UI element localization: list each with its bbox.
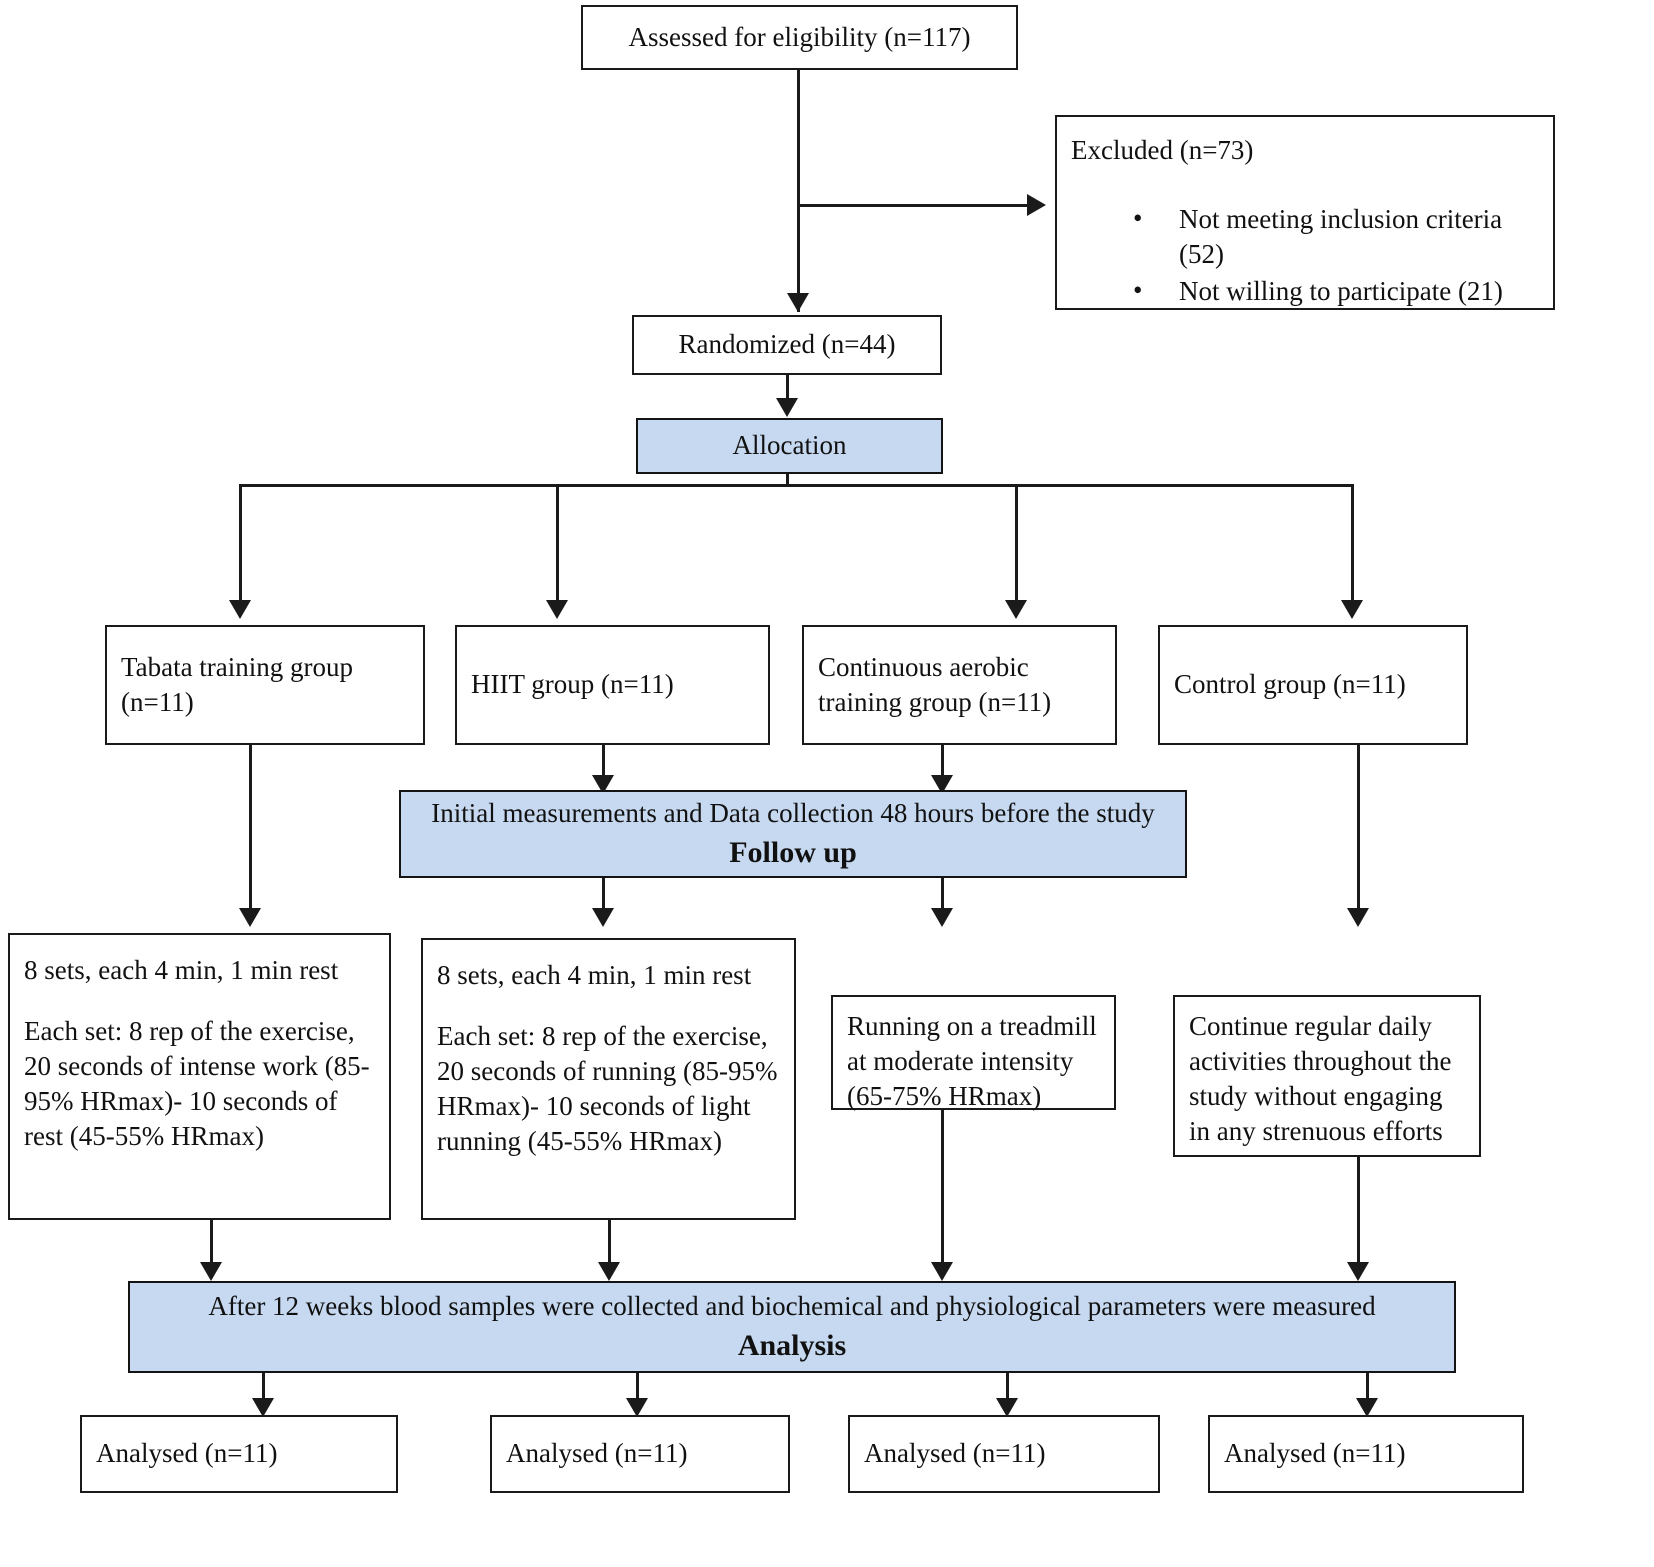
analysis-stage-banner: After 12 weeks blood samples were collec… xyxy=(128,1281,1456,1373)
arrowhead-to-randomized xyxy=(787,293,809,312)
arrowhead-analysed-3 xyxy=(996,1398,1018,1417)
followup-stage-label: Follow up xyxy=(729,836,857,870)
arrowhead-followup-right xyxy=(931,775,953,794)
group-label-hiit: HIIT group (n=11) xyxy=(471,669,674,700)
analysed-box-2: Analysed (n=11) xyxy=(490,1415,790,1493)
analysed-box-1: Analysed (n=11) xyxy=(80,1415,398,1493)
intervention-box-tabata: 8 sets, each 4 min, 1 min rest Each set:… xyxy=(8,933,391,1220)
arrowhead-to-excluded xyxy=(1027,194,1046,216)
analysed-box-4: Analysed (n=11) xyxy=(1208,1415,1524,1493)
arrowhead-followup-left xyxy=(592,775,614,794)
arrowhead-to-allocation xyxy=(776,398,798,417)
randomized-box: Randomized (n=44) xyxy=(632,315,942,375)
arrowhead-analysis-3 xyxy=(931,1262,953,1281)
analysed-label: Analysed (n=11) xyxy=(1224,1438,1406,1469)
connector-intervention4-to-analysis xyxy=(1357,1157,1360,1278)
connector-bus-to-group-4 xyxy=(1351,484,1354,612)
arrowhead-group-1 xyxy=(229,600,251,619)
excluded-reason-text: Not willing to participate (21) xyxy=(1179,276,1503,307)
connector-group1-to-intervention xyxy=(249,745,252,917)
connector-allocation-stem xyxy=(786,474,789,486)
arrowhead-analysis-4 xyxy=(1347,1262,1369,1281)
group-label-continuous-aerobic: Continuous aerobic training group (n=11) xyxy=(818,651,1052,717)
followup-text: Initial measurements and Data collection… xyxy=(431,797,1155,828)
intervention-line-1: 8 sets, each 4 min, 1 min rest xyxy=(437,960,752,990)
analysed-box-3: Analysed (n=11) xyxy=(848,1415,1160,1493)
group-box-control: Control group (n=11) xyxy=(1158,625,1468,745)
intervention-line-1: 8 sets, each 4 min, 1 min rest xyxy=(24,955,339,985)
connector-followup-to-intervention-2 xyxy=(602,878,605,917)
group-box-tabata: Tabata training group (n=11) xyxy=(105,625,425,745)
connector-intervention1-to-analysis xyxy=(210,1220,213,1278)
connector-bus-to-group-2 xyxy=(556,484,559,612)
excluded-title: Excluded (n=73) xyxy=(1071,135,1254,165)
intervention-box-hiit: 8 sets, each 4 min, 1 min rest Each set:… xyxy=(421,938,796,1220)
excluded-reason-item: • Not willing to participate (21) xyxy=(1071,274,1539,309)
connector-allocation-bus xyxy=(239,484,1351,487)
assessed-for-eligibility-label: Assessed for eligibility (n=117) xyxy=(628,21,971,52)
group-box-continuous-aerobic: Continuous aerobic training group (n=11) xyxy=(802,625,1117,745)
intervention-line-1: Continue regular daily activities throug… xyxy=(1189,1011,1452,1147)
arrowhead-group-3 xyxy=(1005,600,1027,619)
arrowhead-intervention-1 xyxy=(239,908,261,927)
connector-analysis-to-analysed-2 xyxy=(636,1373,639,1411)
arrowhead-analysis-2 xyxy=(598,1262,620,1281)
connector-randomized-to-allocation xyxy=(786,375,789,401)
arrowhead-intervention-2 xyxy=(592,908,614,927)
connector-group3-to-followup xyxy=(941,745,944,789)
analysis-stage-label: Analysis xyxy=(737,1329,847,1363)
connector-intervention2-to-analysis xyxy=(608,1220,611,1278)
connector-intervention3-to-analysis xyxy=(941,1110,944,1278)
connector-followup-to-intervention-3 xyxy=(941,878,944,917)
arrowhead-group-2 xyxy=(546,600,568,619)
intervention-line-2: Each set: 8 rep of the exercise, 20 seco… xyxy=(437,1021,778,1157)
intervention-box-control: Continue regular daily activities throug… xyxy=(1173,995,1481,1157)
excluded-reason-list: • Not meeting inclusion criteria (52) • … xyxy=(1071,202,1539,309)
bullet-icon: • xyxy=(1133,203,1143,234)
connector-group2-to-followup xyxy=(602,745,605,789)
analysis-text: After 12 weeks blood samples were collec… xyxy=(208,1290,1376,1321)
allocation-stage-label: Allocation xyxy=(732,430,847,461)
arrowhead-intervention-4 xyxy=(1347,908,1369,927)
arrowhead-analysed-4 xyxy=(1356,1398,1378,1417)
arrowhead-intervention-3 xyxy=(931,908,953,927)
excluded-box: Excluded (n=73) • Not meeting inclusion … xyxy=(1055,115,1555,310)
connector-bus-to-group-3 xyxy=(1015,484,1018,612)
connector-analysis-to-analysed-3 xyxy=(1006,1373,1009,1411)
group-label-control: Control group (n=11) xyxy=(1174,669,1406,700)
analysed-label: Analysed (n=11) xyxy=(96,1438,278,1469)
bullet-icon: • xyxy=(1133,275,1143,306)
arrowhead-group-4 xyxy=(1341,600,1363,619)
arrowhead-analysed-1 xyxy=(252,1398,274,1417)
arrowhead-analysed-2 xyxy=(626,1398,648,1417)
allocation-stage-banner: Allocation xyxy=(636,418,943,474)
connector-assessed-to-excluded xyxy=(797,204,1027,207)
group-box-hiit: HIIT group (n=11) xyxy=(455,625,770,745)
assessed-for-eligibility-box: Assessed for eligibility (n=117) xyxy=(581,5,1018,70)
group-label-tabata: Tabata training group (n=11) xyxy=(121,651,354,717)
connector-analysis-to-analysed-1 xyxy=(262,1373,265,1411)
excluded-reason-item: • Not meeting inclusion criteria (52) xyxy=(1071,202,1539,272)
connector-bus-to-group-1 xyxy=(239,484,242,612)
excluded-reason-text: Not meeting inclusion criteria (52) xyxy=(1179,204,1503,270)
analysed-label: Analysed (n=11) xyxy=(506,1438,688,1469)
analysed-label: Analysed (n=11) xyxy=(864,1438,1046,1469)
intervention-line-1: Running on a treadmill at moderate inten… xyxy=(847,1011,1097,1112)
intervention-line-2: Each set: 8 rep of the exercise, 20 seco… xyxy=(24,1016,370,1152)
arrowhead-analysis-1 xyxy=(200,1262,222,1281)
connector-group4-to-intervention xyxy=(1357,745,1360,917)
randomized-label: Randomized (n=44) xyxy=(678,329,896,360)
followup-stage-banner: Initial measurements and Data collection… xyxy=(399,790,1187,878)
connector-analysis-to-analysed-4 xyxy=(1366,1373,1369,1411)
connector-assessed-to-randomized xyxy=(797,70,800,312)
intervention-box-continuous-aerobic: Running on a treadmill at moderate inten… xyxy=(831,995,1116,1111)
